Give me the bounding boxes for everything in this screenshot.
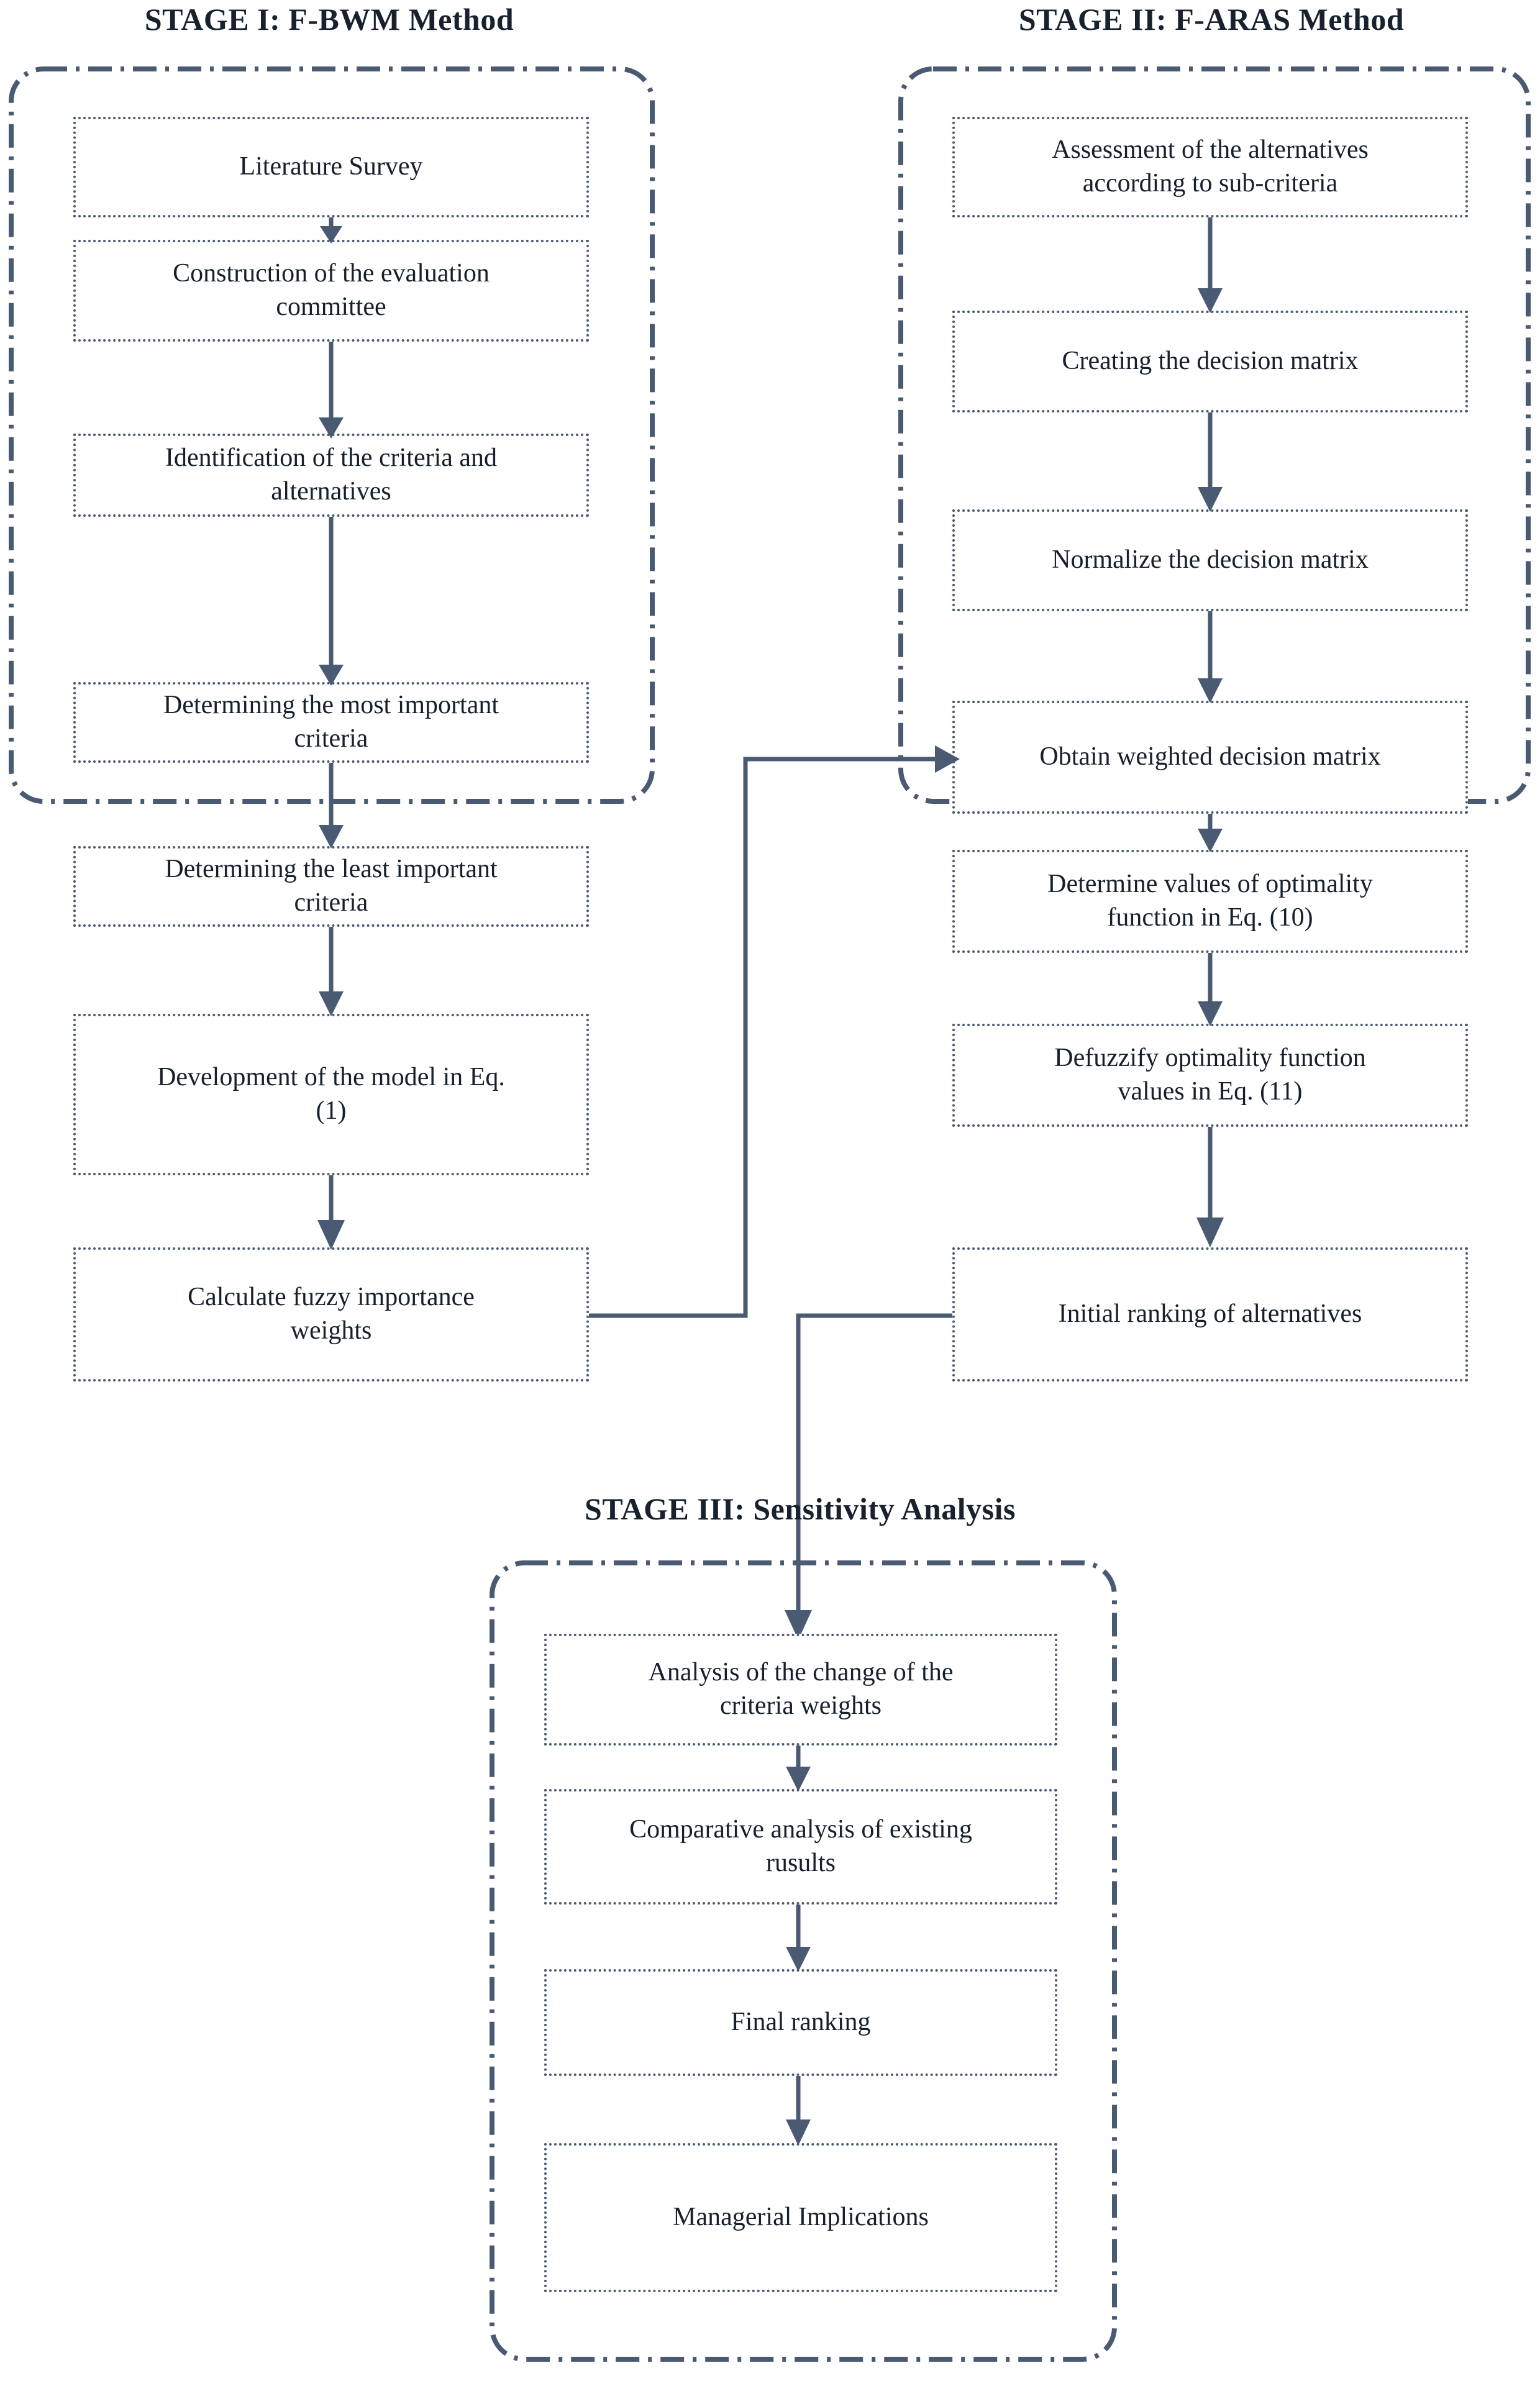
node-label: Literature Survey [239, 152, 423, 181]
stage1-border [9, 66, 655, 804]
node-label: Assessment of the alternatives according… [1052, 135, 1369, 198]
node-label: Normalize the decision matrix [1052, 545, 1369, 575]
node-label: Analysis of the change of the criteria w… [648, 1658, 954, 1720]
node-development-model-eq1[interactable]: Development of the model in Eq. (1) [73, 1014, 589, 1175]
node-creating-decision-matrix[interactable]: Creating the decision matrix [952, 311, 1468, 412]
node-final-ranking[interactable]: Final ranking [544, 1969, 1057, 2076]
node-label: Comparative analysis of existing rusults [629, 1815, 972, 1877]
node-label: Identification of the criteria and alter… [165, 444, 498, 506]
node-label: Determine values of optimality function … [1047, 870, 1373, 932]
node-analysis-change-criteria-weights[interactable]: Analysis of the change of the criteria w… [544, 1634, 1057, 1746]
node-determine-values-optimality[interactable]: Determine values of optimality function … [952, 850, 1468, 953]
arrow-s1-6-to-s1-7 [317, 1175, 345, 1250]
stage1-heading: STAGE I: F-BWM Method [144, 2, 514, 37]
node-label: Initial ranking of alternatives [1058, 1300, 1362, 1329]
stage3-heading: STAGE III: Sensitivity Analysis [585, 1491, 1016, 1526]
node-managerial-implications[interactable]: Managerial Implications [544, 2143, 1057, 2292]
stage3-container [490, 1560, 1117, 2362]
stage2-heading: STAGE II: F-ARAS Method [1018, 2, 1405, 37]
node-label: Final ranking [731, 2008, 871, 2037]
stage1-container [9, 66, 655, 804]
arrow-s2-4-to-s2-5 [1198, 814, 1223, 852]
arrow-s1-5-to-s1-6 [319, 927, 344, 1016]
node-label: Managerial Implications [673, 2203, 929, 2232]
node-determining-most-important-criteria[interactable]: Determining the most important criteria [73, 682, 589, 763]
node-label: Obtain weighted decision matrix [1039, 742, 1381, 772]
node-literature-survey[interactable]: Literature Survey [73, 117, 589, 217]
node-label: Construction of the evaluation committee [173, 259, 490, 321]
arrow-s2-5-to-s2-6 [1198, 953, 1223, 1026]
node-normalize-decision-matrix[interactable]: Normalize the decision matrix [952, 509, 1468, 611]
node-initial-ranking-alternatives[interactable]: Initial ranking of alternatives [952, 1247, 1468, 1382]
node-label: Determining the most important criteria [163, 691, 499, 753]
node-construction-evaluation-committee[interactable]: Construction of the evaluation committee [73, 240, 589, 342]
node-label: Defuzzify optimality function values in … [1054, 1044, 1366, 1106]
node-defuzzify-optimality[interactable]: Defuzzify optimality function values in … [952, 1024, 1468, 1127]
node-assessment-of-alternatives[interactable]: Assessment of the alternatives according… [952, 117, 1468, 217]
arrow-s2-6-to-s2-7 [1196, 1127, 1224, 1247]
node-comparative-analysis-existing-results[interactable]: Comparative analysis of existing rusults [544, 1789, 1057, 1905]
stage3-border [490, 1560, 1117, 2362]
node-determining-least-important-criteria[interactable]: Determining the least important criteria [73, 846, 589, 927]
node-identification-criteria-alternatives[interactable]: Identification of the criteria and alter… [73, 434, 589, 517]
node-label: Creating the decision matrix [1062, 347, 1359, 376]
node-label: Calculate fuzzy importance weights [188, 1283, 475, 1345]
node-calculate-fuzzy-importance-weights[interactable]: Calculate fuzzy importance weights [73, 1247, 589, 1382]
node-label: Determining the least important criteria [165, 855, 498, 917]
node-label: Development of the model in Eq. (1) [157, 1063, 505, 1125]
node-obtain-weighted-decision-matrix[interactable]: Obtain weighted decision matrix [952, 701, 1468, 814]
